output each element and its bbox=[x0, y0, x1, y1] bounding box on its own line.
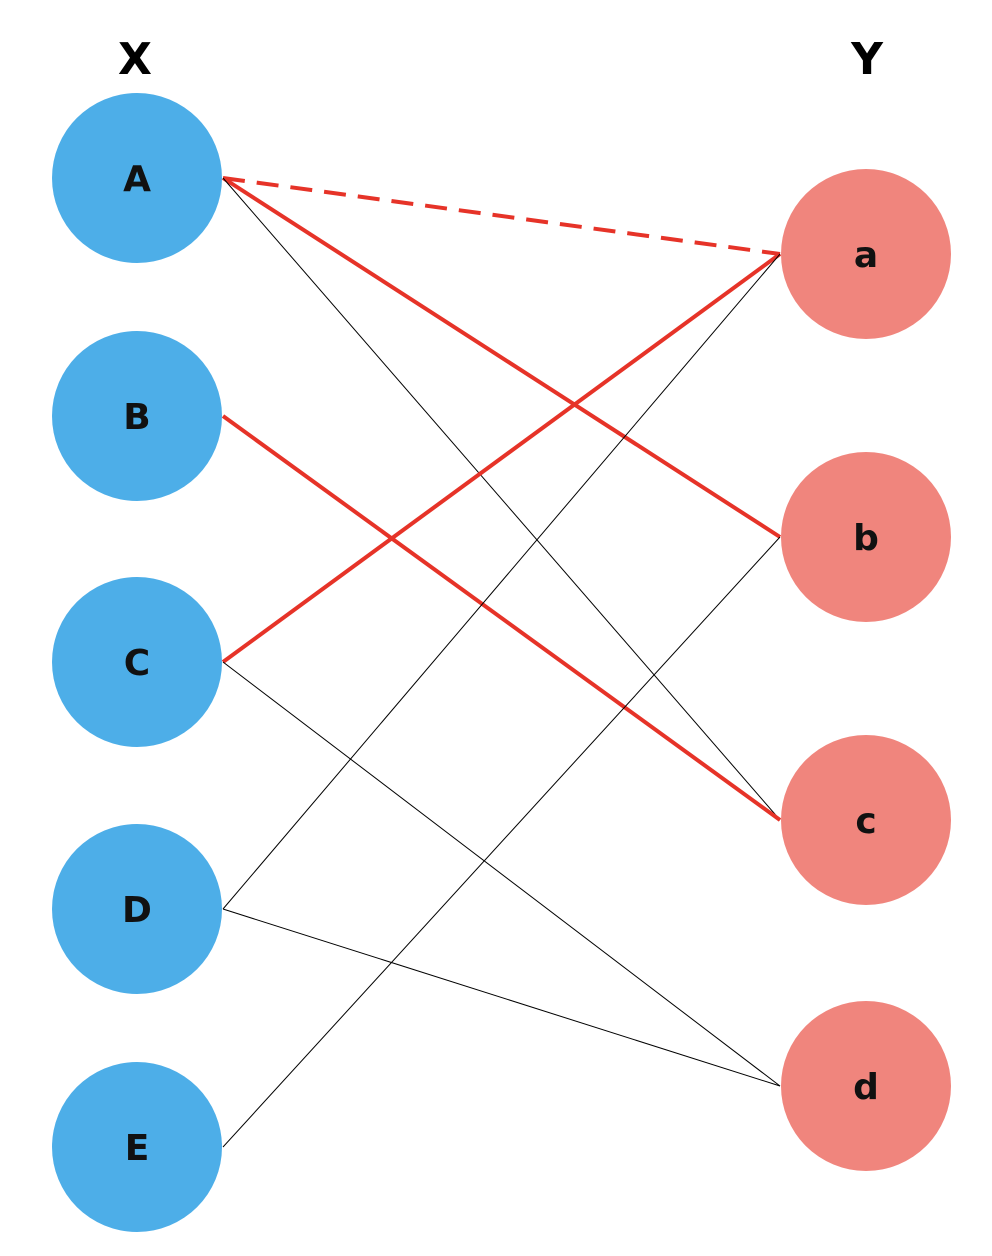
edge-C-d bbox=[222, 661, 781, 1087]
node-B: B bbox=[52, 331, 222, 501]
node-label: A bbox=[123, 159, 151, 200]
node-circle bbox=[781, 452, 951, 622]
node-circle bbox=[781, 735, 951, 905]
node-label: d bbox=[853, 1067, 879, 1108]
node-label: D bbox=[122, 890, 152, 931]
edge-E-b bbox=[222, 536, 781, 1148]
edge-C-a bbox=[221, 252, 782, 664]
edge-D-d bbox=[222, 908, 781, 1087]
edge-A-a bbox=[222, 176, 781, 256]
node-label: C bbox=[124, 643, 150, 684]
node-label: b bbox=[853, 518, 879, 559]
edge-D-a bbox=[222, 253, 781, 910]
edges-layer bbox=[221, 176, 782, 1148]
node-circle bbox=[52, 93, 222, 263]
node-circle bbox=[52, 824, 222, 994]
node-label: E bbox=[125, 1128, 150, 1169]
node-d: d bbox=[781, 1001, 951, 1171]
node-label: c bbox=[855, 801, 876, 842]
right-set-label: Y bbox=[850, 34, 884, 85]
node-circle bbox=[52, 331, 222, 501]
node-label: a bbox=[854, 235, 878, 276]
node-label: B bbox=[123, 397, 150, 438]
node-a: a bbox=[781, 169, 951, 339]
node-C: C bbox=[52, 577, 222, 747]
node-E: E bbox=[52, 1062, 222, 1232]
node-D: D bbox=[52, 824, 222, 994]
node-circle bbox=[781, 169, 951, 339]
node-b: b bbox=[781, 452, 951, 622]
nodes-layer: A B C D Ea b c d bbox=[52, 93, 951, 1232]
edge-A-c bbox=[222, 177, 781, 821]
left-set-label: X bbox=[118, 34, 152, 85]
node-A: A bbox=[52, 93, 222, 263]
node-circle bbox=[52, 577, 222, 747]
node-c: c bbox=[781, 735, 951, 905]
node-circle bbox=[52, 1062, 222, 1232]
node-circle bbox=[781, 1001, 951, 1171]
edge-A-b bbox=[221, 176, 782, 539]
edge-B-c bbox=[221, 414, 782, 822]
